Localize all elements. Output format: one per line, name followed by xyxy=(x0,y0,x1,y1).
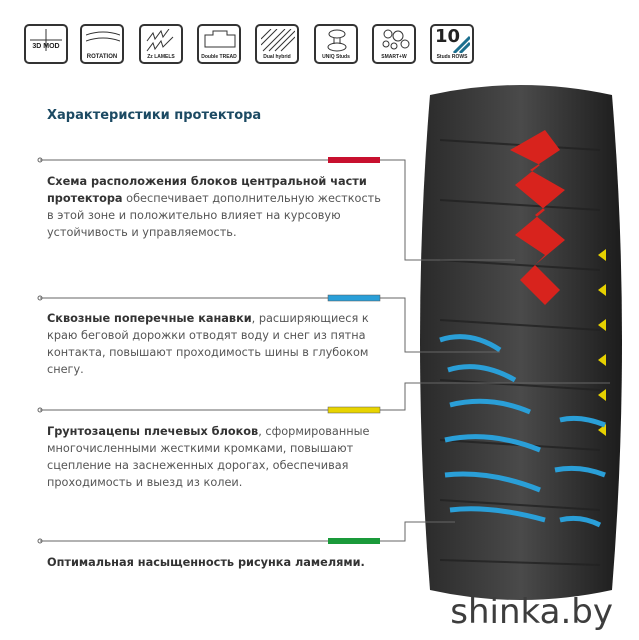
feature-1: Схема расположения блоков центральной ча… xyxy=(47,175,381,239)
marker-red xyxy=(328,157,380,163)
blue-grooves xyxy=(439,334,606,528)
watermark: shinka.by xyxy=(450,592,613,632)
rotation-icon: ROTATION xyxy=(80,24,124,64)
leader-line-2 xyxy=(40,297,500,353)
3d-mod-icon: 3D MOD xyxy=(24,24,68,64)
section-title: Характеристики протектора xyxy=(47,108,262,123)
double-tread-icon: Double TREAD xyxy=(197,24,241,64)
dual-icon: Dual hybrid xyxy=(255,24,299,64)
smart-w-icon: SMART+W xyxy=(372,24,416,64)
leader-line-4 xyxy=(40,521,455,542)
uniq-studs-icon: UNIQ Studs xyxy=(314,24,358,64)
feature-2: Сквозные поперечные канавки, расширяющие… xyxy=(47,312,369,376)
leader-line-3 xyxy=(40,382,610,411)
leader-line-1 xyxy=(40,159,515,261)
feature-3: Грунтозацепы плечевых блоков, сформирова… xyxy=(47,425,370,489)
zz-lamels-icon: Zz LAMELS xyxy=(139,24,183,64)
marker-green xyxy=(328,538,380,544)
marker-yellow xyxy=(327,406,381,414)
marker-blue xyxy=(327,294,381,302)
red-center-blocks xyxy=(510,130,565,305)
feature-4: Оптимальная насыщенность рисунка ламелям… xyxy=(47,556,365,569)
